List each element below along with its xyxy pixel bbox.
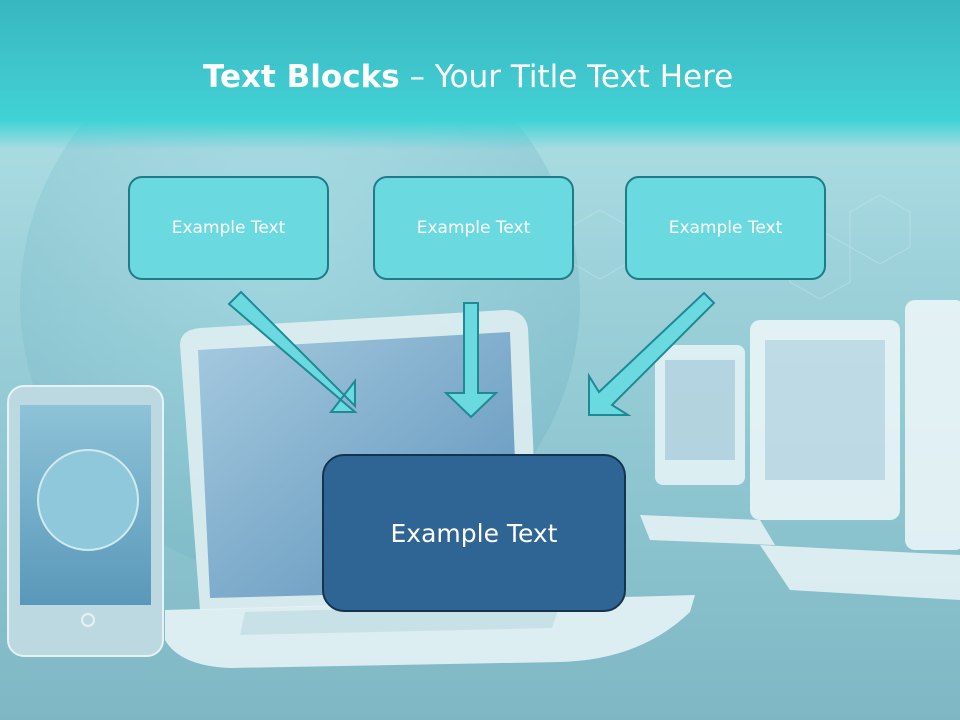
arrow-center — [443, 302, 499, 419]
title-band — [0, 0, 960, 150]
monitors-illustration — [640, 300, 960, 600]
text-block-2: Example Text — [373, 176, 574, 280]
title-rest-text: – Your Title Text Here — [399, 59, 734, 95]
text-block-1: Example Text — [128, 176, 329, 280]
slide-title: Text Blocks – Your Title Text Here — [203, 56, 733, 98]
phone-illustration — [7, 385, 164, 657]
main-text-block: Example Text — [322, 454, 626, 612]
main-text-block-label: Example Text — [390, 518, 558, 548]
text-block-3-label: Example Text — [668, 218, 783, 238]
text-block-3: Example Text — [625, 176, 826, 280]
text-block-1-label: Example Text — [171, 218, 286, 238]
arrow-left — [227, 290, 358, 413]
arrow-right — [588, 291, 716, 416]
text-block-2-label: Example Text — [416, 218, 531, 238]
title-bold-text: Text Blocks — [203, 59, 400, 95]
